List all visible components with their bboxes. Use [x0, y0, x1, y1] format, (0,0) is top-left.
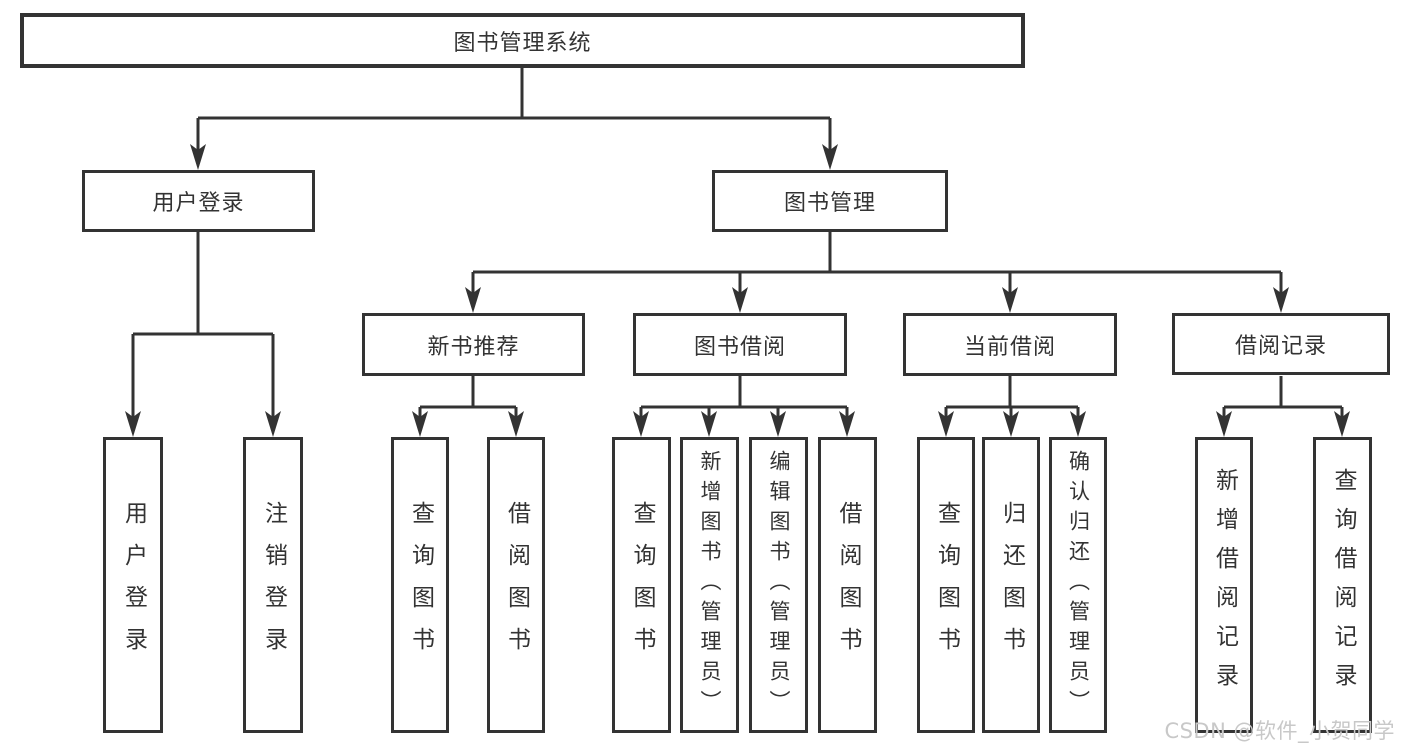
tree-branch-lines	[131, 68, 1344, 419]
node-new-book-recommend-label: 新书推荐	[427, 334, 520, 360]
leaf-confirm-return-admin-label: 确认归还（管理员）	[1066, 450, 1091, 720]
node-borrow-records: 借阅记录	[1172, 313, 1390, 375]
leaf-query-books-current-label: 查询图书	[933, 501, 960, 669]
arrow-down-icon	[938, 411, 954, 437]
node-book-management-label: 图书管理	[783, 191, 876, 216]
arrow-down-icon	[1334, 411, 1350, 437]
leaf-add-books-admin: 新增图书（管理员）	[680, 437, 739, 733]
leaf-logout: 注销登录	[243, 437, 303, 733]
leaf-edit-books-admin: 编辑图书（管理员）	[749, 437, 808, 733]
arrow-down-icon	[190, 144, 206, 170]
leaf-add-borrow-record: 新增借阅记录	[1195, 437, 1253, 733]
node-borrow-records-label: 借阅记录	[1234, 334, 1327, 359]
leaf-add-borrow-record-label: 新增借阅记录	[1211, 468, 1238, 702]
arrow-down-icon	[770, 411, 786, 437]
arrow-down-icon	[465, 287, 481, 313]
leaf-borrow-books: 借阅图书	[818, 437, 877, 733]
arrow-down-icon	[839, 411, 855, 437]
arrow-down-icon	[1216, 411, 1232, 437]
arrow-down-icon	[701, 411, 717, 437]
leaf-confirm-return-admin: 确认归还（管理员）	[1049, 437, 1107, 733]
arrow-down-icon	[508, 411, 524, 437]
node-root: 图书管理系统	[20, 13, 1025, 68]
arrow-down-icon	[412, 411, 428, 437]
leaf-add-books-admin-label: 新增图书（管理员）	[698, 450, 722, 720]
arrow-down-icon	[1273, 287, 1289, 313]
leaf-query-books-borrow-label: 查询图书	[629, 501, 655, 669]
csdn-watermark: CSDN @软件_小贺同学	[1164, 719, 1395, 743]
leaf-edit-books-admin-label: 编辑图书（管理员）	[767, 450, 791, 720]
arrow-down-icon	[822, 144, 838, 170]
leaf-query-borrow-record-label: 查询借阅记录	[1330, 468, 1356, 702]
arrow-down-icon	[1002, 287, 1018, 313]
leaf-query-books-recommend: 查询图书	[391, 437, 449, 733]
leaf-borrow-books-recommend-label: 借阅图书	[503, 501, 530, 669]
node-book-borrow-label: 图书借阅	[693, 334, 786, 360]
node-book-borrow: 图书借阅	[633, 313, 847, 376]
arrow-down-icon	[1070, 411, 1086, 437]
leaf-query-books-current: 查询图书	[917, 437, 975, 733]
node-new-book-recommend: 新书推荐	[362, 313, 585, 376]
leaf-query-books-recommend-label: 查询图书	[407, 501, 434, 669]
arrow-down-icon	[732, 287, 748, 313]
leaf-return-books-label: 归还图书	[998, 501, 1025, 669]
node-root-label: 图书管理系统	[453, 30, 592, 56]
node-book-management: 图书管理	[712, 170, 948, 232]
leaf-borrow-books-recommend: 借阅图书	[487, 437, 545, 733]
node-user-login: 用户登录	[82, 170, 315, 232]
arrow-down-icon	[1003, 411, 1019, 437]
arrowheads	[125, 144, 1350, 437]
leaf-query-borrow-record: 查询借阅记录	[1313, 437, 1372, 733]
leaf-user-login-label: 用户登录	[120, 501, 147, 669]
node-current-borrow: 当前借阅	[903, 313, 1117, 376]
leaf-query-books-borrow: 查询图书	[612, 437, 671, 733]
leaf-user-login: 用户登录	[103, 437, 163, 733]
arrow-down-icon	[265, 411, 281, 437]
node-user-login-label: 用户登录	[152, 191, 245, 216]
node-current-borrow-label: 当前借阅	[963, 334, 1056, 360]
arrow-down-icon	[125, 411, 141, 437]
leaf-return-books: 归还图书	[982, 437, 1040, 733]
leaf-borrow-books-label: 借阅图书	[835, 501, 861, 669]
leaf-logout-label: 注销登录	[260, 501, 287, 669]
arrow-down-icon	[633, 411, 649, 437]
